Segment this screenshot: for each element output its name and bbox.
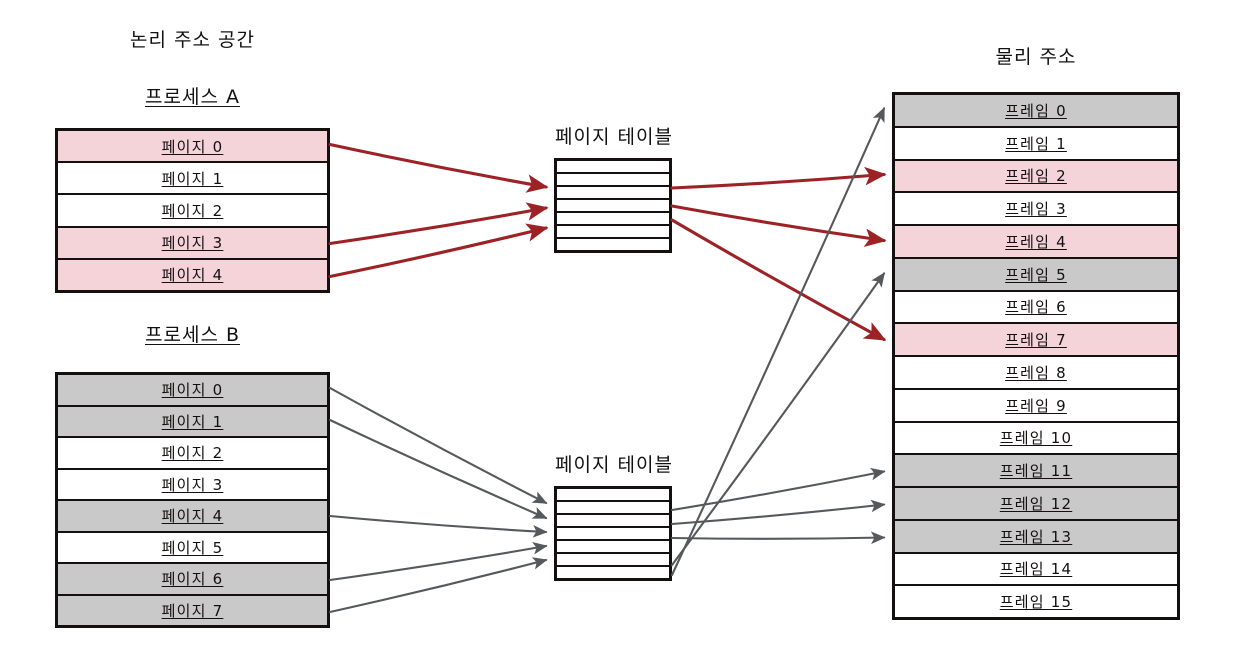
arrow-process-b-page-4-to-page-table [328,514,548,538]
arrow-process-b-page-6-to-page-table [328,542,548,582]
logical-address-space-title: 논리 주소 공간 [130,29,255,51]
physical-frame-row-0: 프레임 0 [895,95,1177,128]
physical-frame-row-3: 프레임 3 [895,193,1177,226]
page-table-b-row-6 [557,567,669,578]
page-table-a [554,158,672,253]
arrow-page-table-b-to-frame-12 [670,499,886,526]
process-b-page-row-5: 페이지 5 [58,532,327,564]
arrow-process-a-page-0-to-page-table [328,142,549,193]
process-b-page-row-label: 페이지 2 [161,444,224,463]
process-b-page-row-0: 페이지 0 [58,375,327,407]
process-b-page-row-6: 페이지 6 [58,564,327,596]
physical-frame-row-label: 프레임 15 [999,593,1073,612]
physical-frame-row-label: 프레임 6 [1005,298,1067,317]
page-table-a-row-6 [557,239,669,250]
physical-frame-row-1: 프레임 1 [895,127,1177,161]
physical-frame-row-label: 프레임 0 [1005,101,1067,120]
page-table-b-row-5 [557,554,669,567]
arrow-page-table-b-to-frame-11 [670,467,886,512]
physical-frame-row-10: 프레임 10 [895,422,1177,456]
physical-frame-row-label: 프레임 3 [1005,200,1067,219]
page-table-b-title: 페이지 테이블 [555,454,673,476]
physical-frame-row-4: 프레임 4 [895,226,1177,259]
page-table-a-row-2 [557,187,669,200]
page-table-a-row-3 [557,200,669,213]
page-table-b-row-3 [557,528,669,541]
physical-frame-row-14: 프레임 14 [895,553,1177,587]
physical-frame-row-label: 프레임 9 [1005,396,1067,415]
arrow-page-table-b-to-frame-13 [670,531,886,545]
arrow-page-table-a-to-frame-4 [670,204,887,247]
physical-frame-row-13: 프레임 13 [895,520,1177,554]
physical-frame-row-label: 프레임 1 [1005,134,1067,153]
physical-frame-row-2: 프레임 2 [895,160,1177,194]
process-b-page-row-3: 페이지 3 [58,469,327,501]
page-table-a-row-4 [557,213,669,226]
process-a-page-row-4: 페이지 4 [58,259,327,291]
arrow-process-a-page-3-to-page-table [328,202,549,246]
page-table-a-row-5 [557,226,669,239]
physical-frame-row-label: 프레임 13 [999,527,1073,546]
physical-address-title: 물리 주소 [995,46,1077,68]
page-table-a-title: 페이지 테이블 [555,126,673,148]
arrow-page-table-b-to-frame-0 [670,106,886,577]
arrow-process-b-page-1-to-page-table [328,418,548,520]
arrow-page-table-a-to-frame-2 [670,166,887,190]
physical-frame-row-label: 프레임 12 [999,494,1073,513]
process-a-page-row-label: 페이지 4 [161,266,224,285]
physical-frame-row-label: 프레임 7 [1005,331,1067,350]
physical-frame-row-8: 프레임 8 [895,357,1177,390]
physical-memory-block: 프레임 0 프레임 1 프레임 2 프레임 3 프레임 4 프레임 5 프레임 6 프레임 7… [892,92,1180,620]
arrow-process-b-page-0-to-page-table [328,386,548,505]
page-table-b-row-2 [557,515,669,528]
process-b-page-row-label: 페이지 3 [161,475,224,494]
arrow-page-table-a-to-frame-7 [670,218,887,342]
page-table-b-row-4 [557,541,669,554]
process-a-page-row-label: 페이지 1 [161,169,224,188]
process-b-page-row-label: 페이지 1 [161,412,224,431]
process-a-page-row-1: 페이지 1 [58,163,327,196]
physical-frame-row-label: 프레임 11 [999,462,1073,481]
process-b-page-row-1: 페이지 1 [58,406,327,438]
page-table-b-row-0 [557,489,669,502]
process-b-page-row-label: 페이지 4 [161,507,224,526]
physical-frame-row-9: 프레임 9 [895,389,1177,423]
physical-frame-row-11: 프레임 11 [895,455,1177,488]
process-a-page-row-0: 페이지 0 [58,131,327,164]
page-table-a-row-1 [557,174,669,187]
physical-frame-row-5: 프레임 5 [895,258,1177,292]
process-a-page-row-label: 페이지 0 [161,137,224,156]
physical-frame-row-label: 프레임 8 [1005,363,1067,382]
process-a-memory-block: 페이지 0 페이지 1 페이지 2 페이지 3 페이지 4 [55,128,330,293]
process-b-page-row-label: 페이지 6 [161,570,224,589]
physical-frame-row-12: 프레임 12 [895,488,1177,521]
physical-frame-row-label: 프레임 2 [1005,167,1067,186]
process-b-page-row-2: 페이지 2 [58,438,327,470]
arrow-page-table-b-to-frame-5 [670,272,886,567]
process-b-page-row-4: 페이지 4 [58,501,327,533]
page-table-b [554,486,672,581]
process-b-title: 프로세스 B [145,324,240,346]
process-b-page-row-label: 페이지 0 [161,381,224,400]
process-b-memory-block: 페이지 0 페이지 1 페이지 2 페이지 3 페이지 4 페이지 5 페이지 6 페이지 7 [55,372,330,628]
process-a-page-row-label: 페이지 3 [161,234,224,253]
page-table-b-row-1 [557,502,669,515]
process-b-page-row-label: 페이지 7 [161,601,224,620]
physical-frame-row-label: 프레임 4 [1005,232,1067,251]
process-a-page-row-3: 페이지 3 [58,227,327,260]
process-a-page-row-label: 페이지 2 [161,202,224,220]
arrow-process-b-page-7-to-page-table [328,557,548,614]
page-table-a-row-0 [557,161,669,174]
process-b-page-row-label: 페이지 5 [161,538,224,557]
process-a-page-row-2: 페이지 2 [58,195,327,228]
physical-frame-row-6: 프레임 6 [895,291,1177,325]
physical-frame-row-label: 프레임 10 [999,429,1073,448]
process-a-title: 프로세스 A [145,86,240,108]
physical-frame-row-label: 프레임 5 [1005,265,1067,284]
physical-frame-row-label: 프레임 14 [999,560,1073,579]
physical-frame-row-7: 프레임 7 [895,324,1177,357]
arrow-process-a-page-4-to-page-table [328,223,549,279]
physical-frame-row-15: 프레임 15 [895,586,1177,617]
process-b-page-row-7: 페이지 7 [58,595,327,625]
